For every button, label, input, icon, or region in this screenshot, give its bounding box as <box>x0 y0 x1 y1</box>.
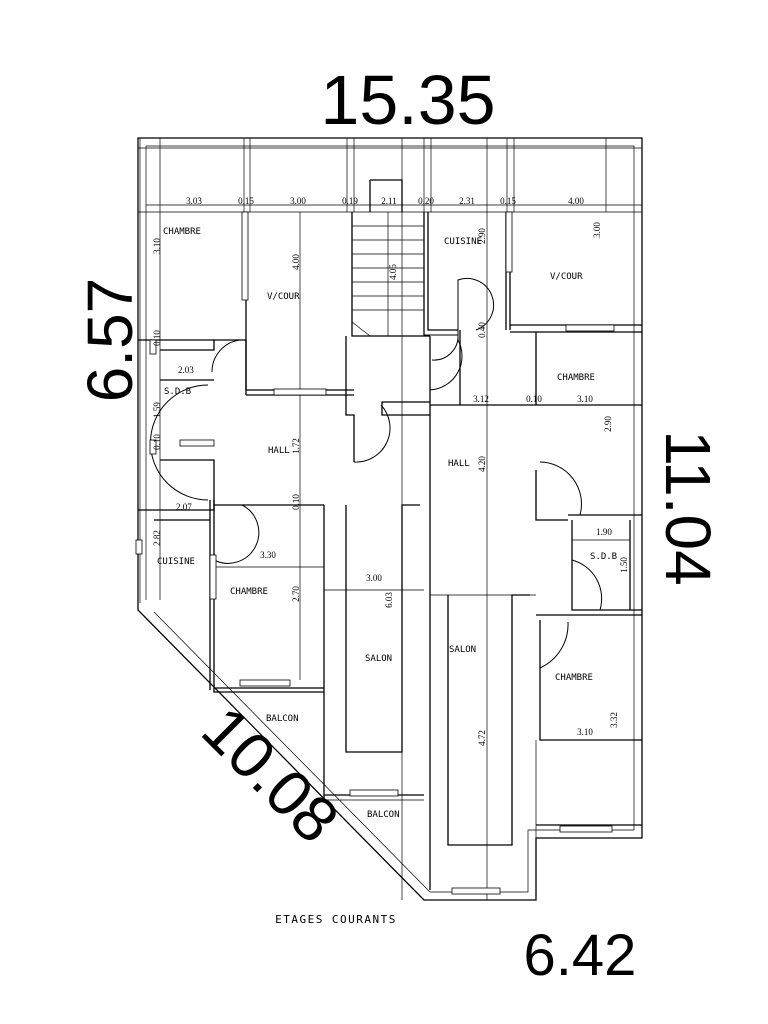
dim-label: 4.05 <box>388 264 398 280</box>
dim-label: 4.20 <box>477 456 487 472</box>
room-label-chambre-ne: CHAMBRE <box>557 373 595 383</box>
plan-title: ETAGES COURANTS <box>275 913 397 926</box>
dim-label: 3.00 <box>592 222 602 238</box>
top-dimension-row: 3.03 0.15 3.00 0.19 2.11 0.20 2.31 0.15 … <box>186 196 584 206</box>
room-label-chambre-se: CHAMBRE <box>555 673 593 683</box>
dim-label: 0.10 <box>526 394 542 404</box>
room-label-hall-left: HALL <box>268 446 290 456</box>
dim-label: 3.03 <box>186 196 202 206</box>
dim-label: 0.10 <box>291 494 301 510</box>
room-label-hall-right: HALL <box>448 459 470 469</box>
staircase <box>351 212 424 337</box>
dim-label: 2.11 <box>381 196 396 206</box>
dim-label: 4.00 <box>291 254 301 270</box>
dim-label: 0.10 <box>152 330 162 346</box>
dim-label: 4.00 <box>568 196 584 206</box>
dim-label: 2.90 <box>477 228 487 244</box>
overall-dim-bottom: 6.42 <box>524 923 637 988</box>
room-label-vcour-right: V/COUR <box>550 272 583 282</box>
dim-label: 2.82 <box>152 530 162 546</box>
dim-label: 2.70 <box>291 586 301 602</box>
room-label-vcour-left: V/COUR <box>267 292 300 302</box>
doors <box>150 277 603 669</box>
overall-dim-top: 15.35 <box>320 61 495 139</box>
room-label-chambre-left: CHAMBRE <box>230 587 268 597</box>
room-label-balcon-2: BALCON <box>367 810 400 820</box>
dim-label: 3.10 <box>577 727 593 737</box>
dim-label: 4.72 <box>477 730 487 746</box>
room-label-balcon-1: BALCON <box>266 714 299 724</box>
outer-walls <box>137 137 643 901</box>
dim-label: 0.19 <box>342 196 358 206</box>
room-label-cuisine-top: CUISINE <box>444 237 482 247</box>
dim-label: 0.15 <box>500 196 516 206</box>
dim-label: 3.32 <box>609 712 619 728</box>
interior-walls <box>138 179 642 890</box>
room-dimensions: 3.10 4.00 4.05 2.90 3.00 0.10 2.03 1.59 … <box>152 222 629 746</box>
dim-label: 2.31 <box>459 196 475 206</box>
room-label-cuisine-left: CUISINE <box>157 557 195 567</box>
dim-label: 0.40 <box>477 322 487 338</box>
room-label-salon-right: SALON <box>449 645 476 655</box>
dim-label: 3.12 <box>473 394 489 404</box>
room-label-chambre-nw: CHAMBRE <box>163 227 201 237</box>
room-label-sdb-right: S.D.B <box>590 552 617 562</box>
dim-label: 0.15 <box>238 196 254 206</box>
dim-label: 1.90 <box>596 527 612 537</box>
dim-label: 3.30 <box>260 550 276 560</box>
dim-label: 6.03 <box>384 592 394 608</box>
dim-label: 2.90 <box>603 416 613 432</box>
dim-label: 0.10 <box>152 434 162 450</box>
dim-label: 1.50 <box>619 557 629 573</box>
dim-label: 3.00 <box>366 573 382 583</box>
windows <box>135 211 615 895</box>
structural-grid <box>159 138 607 900</box>
overall-dim-left: 6.57 <box>74 278 146 403</box>
dim-label: 1.72 <box>291 438 301 454</box>
dim-label: 3.10 <box>577 394 593 404</box>
dim-label: 0.20 <box>418 196 434 206</box>
room-label-sdb-left: S.D.B <box>164 387 191 397</box>
overall-dim-right: 11.04 <box>652 430 724 585</box>
dim-label: 3.10 <box>152 238 162 254</box>
room-label-salon-left: SALON <box>365 654 392 664</box>
dim-label: 2.07 <box>176 502 192 512</box>
dim-label: 2.03 <box>178 365 194 375</box>
dim-label: 3.00 <box>290 196 306 206</box>
dim-label: 1.59 <box>152 402 162 418</box>
